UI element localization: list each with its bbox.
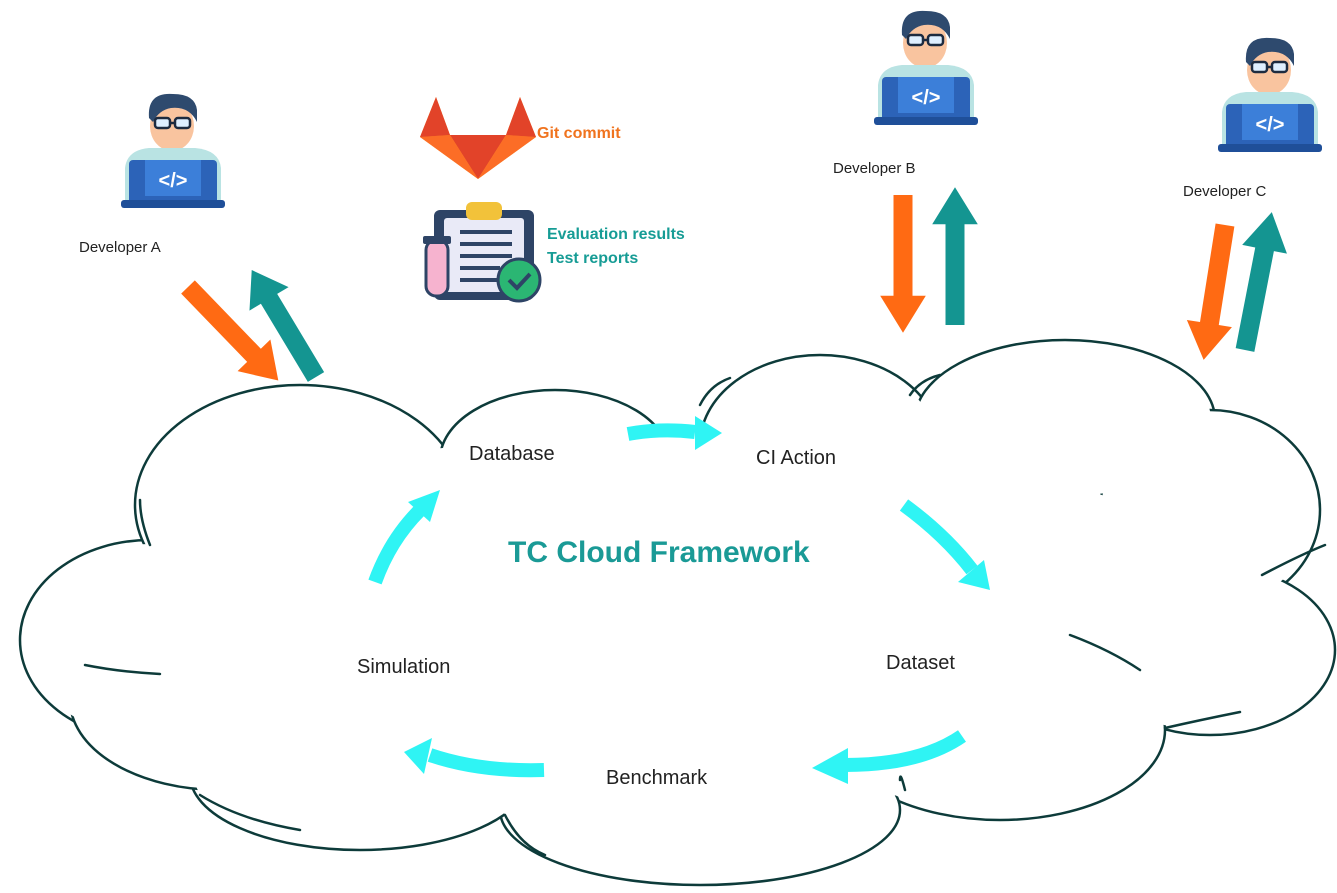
developer-b-label: Developer B [833, 160, 916, 177]
stage-simulation: Simulation [357, 656, 451, 678]
stage-benchmark: Benchmark [606, 767, 708, 789]
cycle-arrows [368, 423, 978, 778]
gitlab-logo-icon [420, 97, 536, 179]
test-reports-label: Test reports [547, 250, 639, 267]
stage-dataset: Dataset [886, 652, 955, 674]
developer-c-label: Developer C [1183, 183, 1267, 200]
developer-b-icon [872, 9, 980, 127]
results-legend: Evaluation results Test reports [547, 223, 685, 271]
arrows-developer-c [1181, 207, 1295, 364]
arrows-developer-a [171, 258, 336, 397]
git-commit-label: Git commit [537, 125, 621, 142]
stage-database: Database [469, 443, 555, 465]
developer-a-icon [119, 92, 227, 210]
stage-ci-action: CI Action [756, 447, 837, 469]
framework-title: TC Cloud Framework [508, 536, 810, 569]
clipboard-report-icon [423, 202, 542, 303]
cycle-arrowheads [404, 416, 990, 784]
evaluation-results-label: Evaluation results [547, 226, 685, 243]
developer-c-icon [1216, 36, 1324, 154]
developer-a-label: Developer A [79, 239, 161, 256]
arrows-developer-b [880, 187, 978, 333]
